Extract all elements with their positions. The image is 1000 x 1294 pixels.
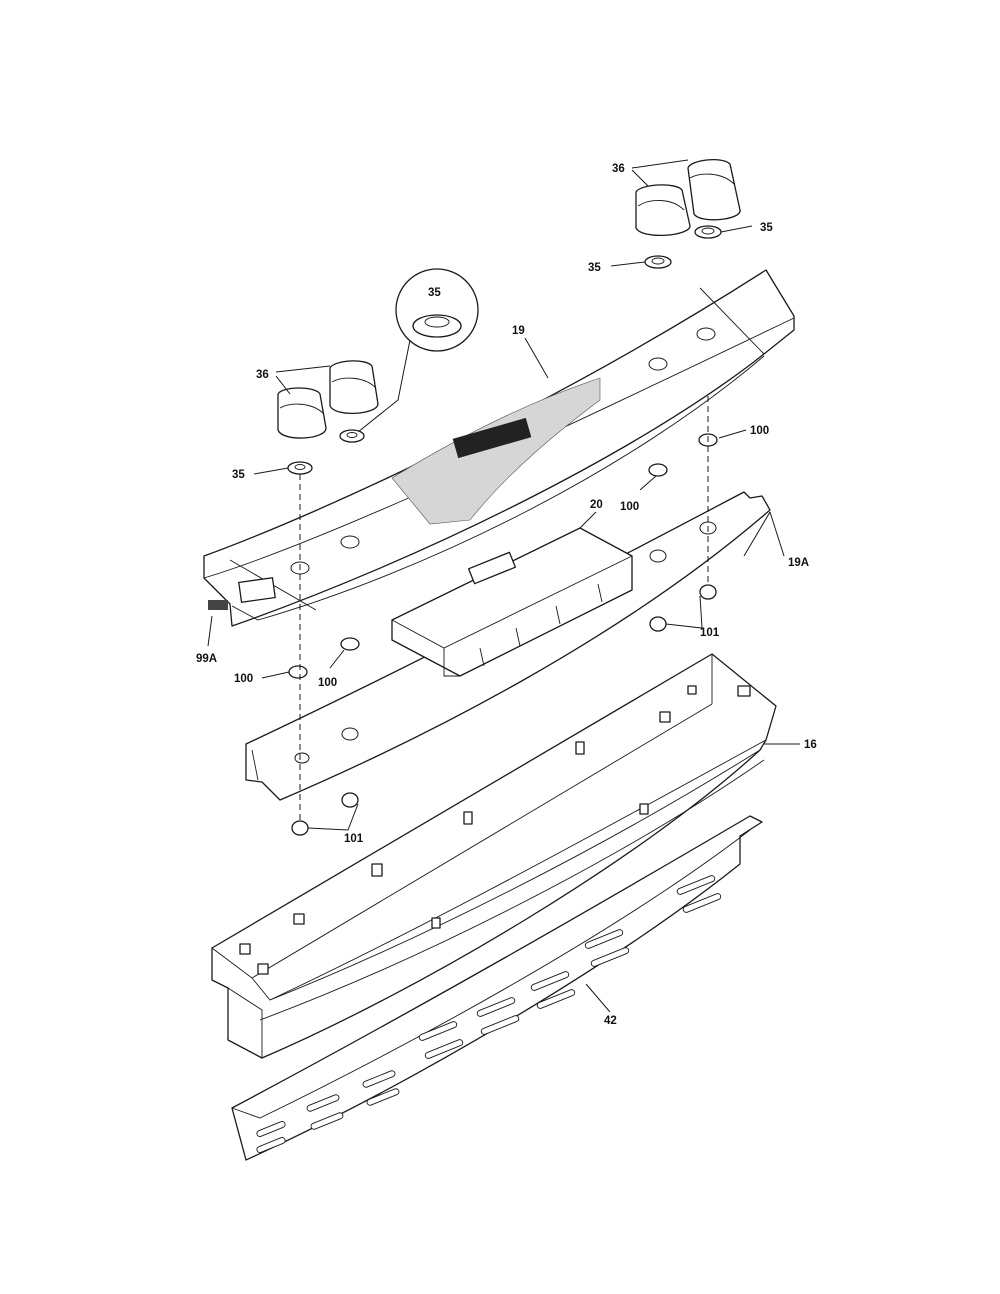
callout-labels: 36 35 35 35 19 36 35 100 100 20 19A 99A …	[196, 163, 817, 1027]
callout-wire-harness: 99A	[196, 653, 217, 665]
callout-panel: 19	[512, 325, 525, 337]
callout-backguard: 16	[804, 739, 817, 751]
detail-circle	[357, 268, 479, 433]
nut-left[interactable]	[291, 792, 359, 836]
callout-knob-top: 36	[612, 163, 625, 175]
callout-clip-left-a: 100	[234, 673, 253, 685]
callout-clip-mid: 100	[620, 501, 639, 513]
clip-left-b[interactable]	[340, 637, 360, 651]
ring-top-left[interactable]	[644, 255, 672, 269]
control-panel[interactable]	[203, 269, 795, 627]
backguard[interactable]	[211, 653, 777, 1059]
callout-control-board: 20	[590, 499, 603, 511]
callout-detail-ring: 35	[428, 287, 441, 299]
callout-nut-left: 101	[344, 833, 364, 845]
leader-lines	[207, 159, 800, 1013]
callout-clip-left-b: 100	[318, 677, 337, 689]
clip-mid[interactable]	[648, 463, 668, 477]
nut-right[interactable]	[649, 584, 717, 632]
knob-pair-left[interactable]	[277, 360, 379, 439]
callout-ring-top-left: 35	[588, 262, 601, 274]
clip-left-a[interactable]	[288, 665, 308, 679]
callout-knob-left: 36	[256, 369, 269, 381]
callout-ring-left: 35	[232, 469, 245, 481]
callout-panel-bracket: 19A	[788, 557, 809, 569]
ring-top-right[interactable]	[694, 225, 722, 239]
knob-pair-top[interactable]	[635, 158, 741, 237]
vent-trim[interactable]	[231, 815, 763, 1161]
ring-left[interactable]	[287, 461, 313, 475]
callout-ring-top-right: 35	[760, 222, 773, 234]
ring-under-knob[interactable]	[339, 429, 365, 443]
callout-nut-right: 101	[700, 627, 720, 639]
callout-clip-right-top: 100	[750, 425, 769, 437]
vent-slots	[256, 875, 722, 1153]
callout-vent-trim: 42	[604, 1015, 617, 1027]
